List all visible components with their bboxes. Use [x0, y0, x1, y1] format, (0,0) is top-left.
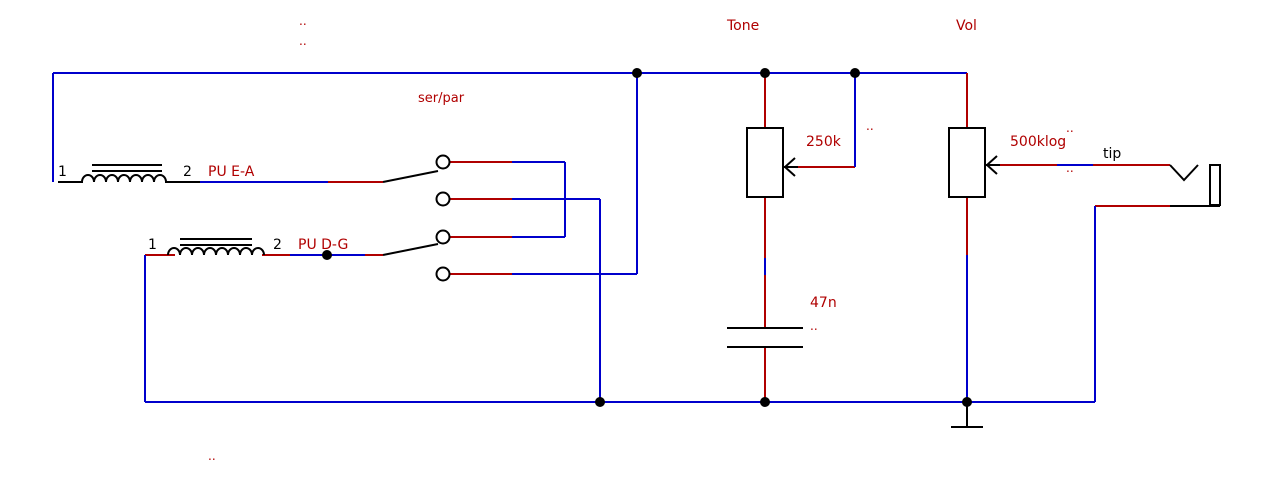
junction-dot	[595, 397, 605, 407]
junctions	[322, 68, 972, 407]
junction-dot	[760, 68, 770, 78]
switch-ser-par	[382, 154, 451, 282]
pickup-b-label: PU D-G	[298, 237, 348, 253]
vol-label: Vol	[956, 18, 977, 34]
tone-pot-value: 250k	[806, 134, 842, 150]
switch-lever-lower	[382, 243, 439, 256]
pickup-coil-icon	[58, 164, 200, 183]
placeholder-dots: ..	[810, 319, 818, 333]
switch-label: ser/par	[418, 91, 465, 106]
cap-value: 47n	[810, 295, 837, 311]
placeholder-dots: ..	[1066, 161, 1074, 175]
placeholder-dots: ..	[866, 119, 874, 133]
placeholder-dots: ..	[299, 34, 307, 48]
switch-contact-icon	[435, 191, 451, 207]
pickup-b-pin1: 1	[148, 237, 157, 253]
switch-contact-icon	[435, 229, 451, 245]
switch-contact-icon	[435, 154, 451, 170]
capacitor-icon	[727, 327, 803, 348]
pickup-a-pin2: 2	[183, 164, 192, 180]
pickup-a-pin1: 1	[58, 164, 67, 180]
jack-icon	[1169, 164, 1221, 207]
junction-dot	[760, 397, 770, 407]
ground-icon	[951, 402, 983, 428]
switch-contact-icon	[435, 266, 451, 282]
potentiometer-icon	[948, 127, 1000, 198]
potentiometer-icon	[746, 127, 798, 198]
pickup-coil-icon	[167, 238, 265, 256]
junction-dot	[632, 68, 642, 78]
wires	[52, 72, 1170, 403]
tip-label: tip	[1103, 146, 1121, 162]
junction-dot	[322, 250, 332, 260]
switch-lever-upper	[382, 170, 439, 183]
pickup-a-label: PU E-A	[208, 164, 255, 180]
junction-dot	[850, 68, 860, 78]
tone-label: Tone	[726, 18, 759, 34]
pickup-b-pin2: 2	[273, 237, 282, 253]
placeholder-dots: ..	[299, 14, 307, 28]
placeholder-dots: ..	[208, 449, 216, 463]
vol-pot-value: 500klog	[1010, 134, 1066, 150]
placeholder-dots: ..	[1066, 121, 1074, 135]
